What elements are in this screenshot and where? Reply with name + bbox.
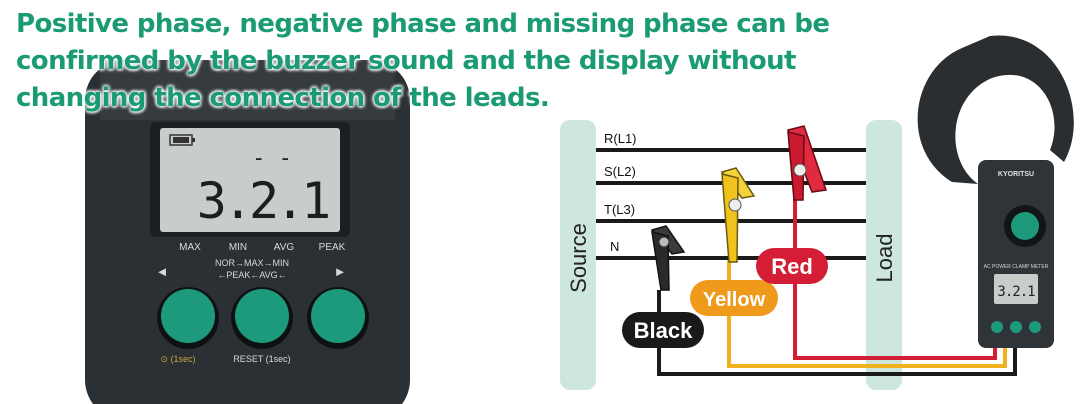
label-t-l3: T(L3) bbox=[604, 202, 635, 217]
right-arrow-icon: ► bbox=[334, 264, 347, 279]
meter-button-center[interactable] bbox=[235, 289, 289, 343]
small-button-center[interactable] bbox=[1010, 321, 1022, 333]
small-meter-brand: KYORITSU bbox=[998, 171, 1034, 178]
label-s-l2: S(L2) bbox=[604, 164, 636, 179]
meter-small: KYORITSU AC POWER CLAMP METER 3.2.1 bbox=[917, 35, 1074, 348]
lcd-reading: 3.2.1 bbox=[197, 172, 328, 230]
load-panel bbox=[866, 120, 902, 390]
meter-top-label: CLAMP DIGITAL bbox=[209, 91, 292, 103]
left-arrow-icon: ◄ bbox=[156, 264, 169, 279]
black-lead-label: Black bbox=[634, 318, 693, 343]
cycle-line-1: NOR→MAX→MIN bbox=[215, 258, 289, 268]
label-r-l1: R(L1) bbox=[604, 131, 637, 146]
red-clip-icon bbox=[786, 125, 828, 201]
wiring-diagram: Source Load R(L1) S(L2) T(L3) N bbox=[560, 120, 1017, 390]
red-lead-tag bbox=[756, 248, 828, 284]
cycle-line-2: ←PEAK←AVG← bbox=[217, 270, 286, 280]
yellow-lead-tag bbox=[690, 280, 778, 316]
lcd-signs: - - bbox=[252, 146, 292, 171]
mode-label-peak: PEAK bbox=[319, 242, 346, 253]
mode-label-min: MIN bbox=[229, 242, 247, 253]
yellow-lead-label: Yellow bbox=[703, 289, 766, 311]
label-n: N bbox=[610, 239, 619, 254]
small-button-left[interactable] bbox=[991, 321, 1003, 333]
small-lcd bbox=[994, 274, 1038, 304]
black-lead-tag bbox=[622, 312, 704, 348]
clamp-jaw bbox=[917, 35, 1074, 185]
source-panel bbox=[560, 120, 596, 390]
mode-label-max: MAX bbox=[179, 242, 201, 253]
lcd-screen bbox=[160, 128, 340, 232]
load-label: Load bbox=[872, 234, 897, 283]
meter-top-band bbox=[100, 60, 395, 120]
mode-label-avg: AVG bbox=[274, 242, 295, 253]
small-meter-model: AC POWER CLAMP METER bbox=[984, 264, 1049, 270]
meter-button-right[interactable] bbox=[311, 289, 365, 343]
small-lcd-reading: 3.2.1 bbox=[997, 284, 1035, 300]
rotary-dial-knob[interactable] bbox=[1011, 212, 1039, 240]
yellow-clip-icon bbox=[720, 167, 756, 263]
meter-button-left[interactable] bbox=[161, 289, 215, 343]
small-button-right[interactable] bbox=[1029, 321, 1041, 333]
power-hold-label: ⊙ (1sec) bbox=[160, 354, 195, 364]
headline: Positive phase, negative phase and missi… bbox=[16, 9, 830, 113]
small-meter-body bbox=[978, 160, 1054, 348]
reset-label: RESET (1sec) bbox=[233, 354, 290, 364]
source-label: Source bbox=[566, 223, 591, 293]
black-clip-icon bbox=[650, 225, 686, 291]
meter-closeup: CLAMP DIGITAL - - 3.2.1 MAX MIN AVG PEAK… bbox=[85, 60, 410, 404]
red-lead-label: Red bbox=[771, 254, 813, 279]
battery-icon bbox=[169, 134, 195, 146]
